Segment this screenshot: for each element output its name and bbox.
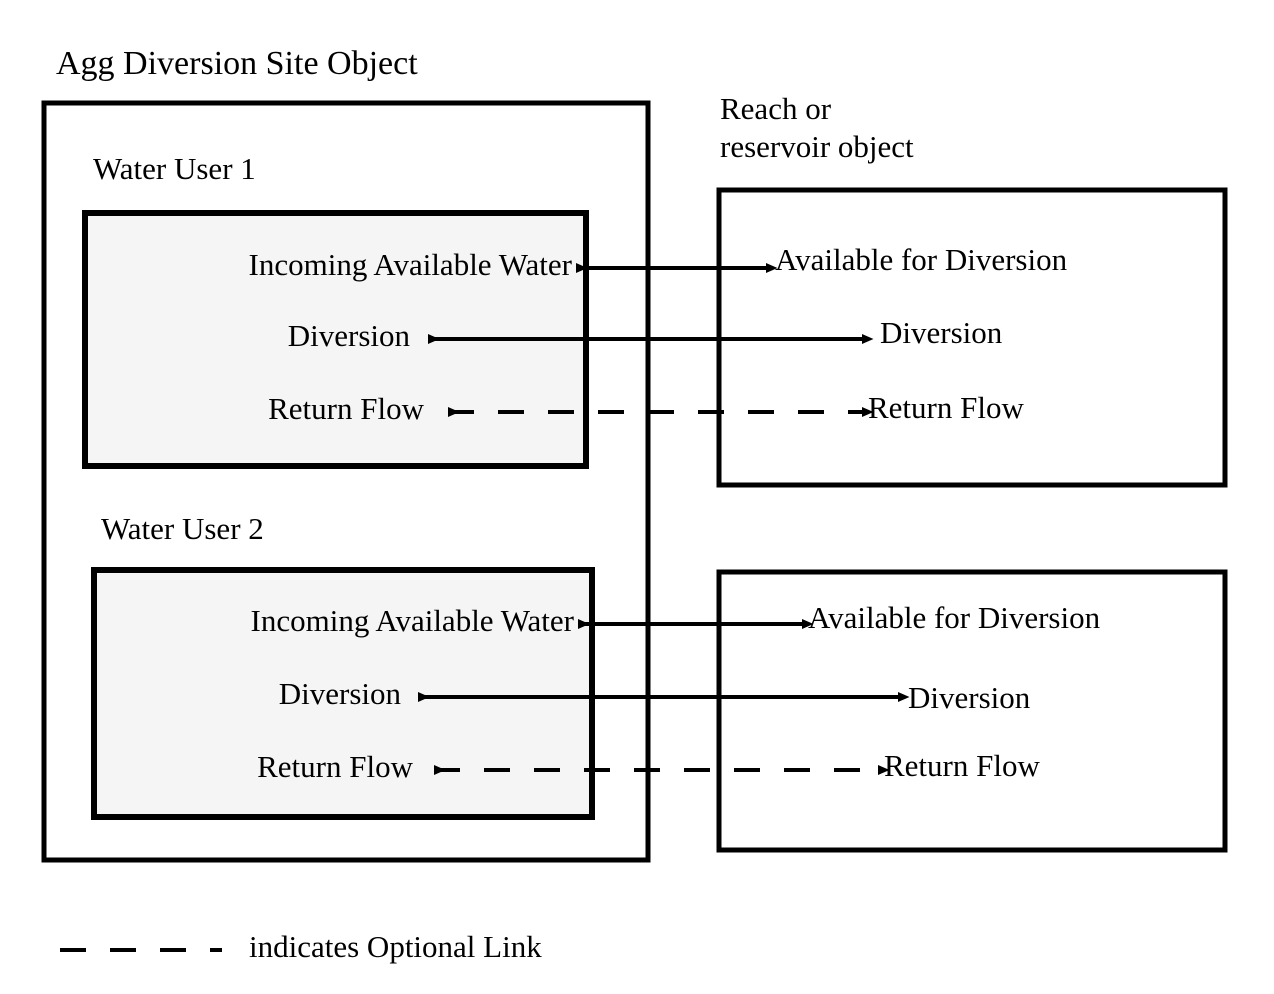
water-user-1-port-return-flow: Return Flow	[268, 391, 424, 426]
water-user-2-port-diversion: Diversion	[278, 676, 401, 711]
water-user-1-port-incoming-available-water: Incoming Available Water	[248, 247, 572, 282]
water-user-2-label: Water User 2	[101, 511, 264, 546]
reach-object-title-line-1: Reach or	[720, 91, 832, 126]
agg-diversion-site-box	[41, 100, 651, 863]
reach-2-port-available-for-diversion: Available for Diversion	[808, 600, 1101, 635]
reach-2-port-diversion: Diversion	[908, 680, 1031, 715]
water-user-2-port-incoming-available-water: Incoming Available Water	[250, 603, 574, 638]
water-user-1-label: Water User 1	[93, 151, 256, 186]
reach-1-port-diversion: Diversion	[880, 315, 1003, 350]
water-user-1-port-diversion: Diversion	[287, 318, 410, 353]
reach-1-port-available-for-diversion: Available for Diversion	[775, 242, 1068, 277]
reach-1-port-return-flow: Return Flow	[868, 390, 1024, 425]
reach-2-port-return-flow: Return Flow	[884, 748, 1040, 783]
reach-reservoir-box-2	[716, 569, 1228, 853]
legend-label: indicates Optional Link	[249, 929, 542, 964]
diagram-title: Agg Diversion Site Object	[56, 45, 418, 82]
reach-object-title-line-2: reservoir object	[720, 129, 914, 164]
water-user-2-port-return-flow: Return Flow	[257, 749, 413, 784]
